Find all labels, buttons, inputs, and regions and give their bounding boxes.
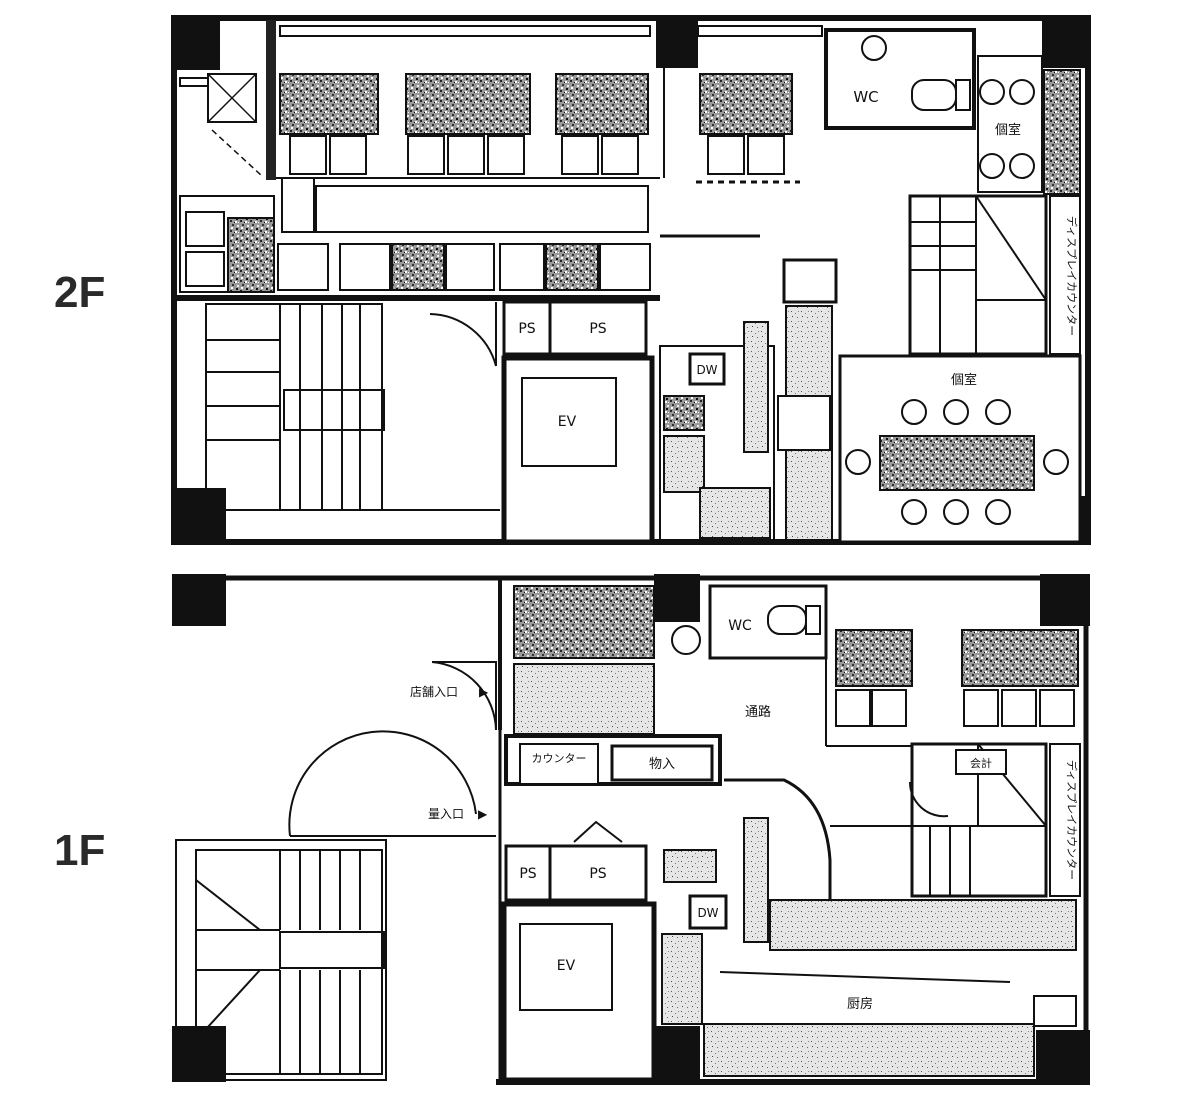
column: [656, 16, 698, 68]
booth-seats: [289, 135, 785, 175]
arrow-icon: ▶: [479, 685, 489, 699]
stairs: [205, 303, 500, 511]
wall: [266, 20, 276, 180]
arrow-icon: ▶: [478, 807, 488, 821]
floor-label-1f: 1F: [54, 826, 106, 875]
booth-seats: [277, 243, 651, 291]
column: [172, 16, 220, 70]
label-dw: DW: [697, 906, 718, 920]
elevator-car: [519, 923, 613, 1011]
label-private-room: 個室: [951, 372, 977, 388]
ps-box-left: [504, 844, 552, 902]
counter-table: [315, 185, 649, 233]
label-counter: カウンター: [532, 752, 587, 765]
column: [172, 1026, 226, 1082]
label-cashier: 会計: [970, 756, 992, 770]
column: [1042, 16, 1090, 68]
ps-box-right: [548, 300, 648, 356]
counter-end: [281, 177, 315, 233]
column: [1040, 574, 1090, 626]
label-wc: WC: [853, 88, 878, 106]
label-ps: PS: [518, 321, 535, 337]
label-display-counter: ディスプレイカウンター: [1065, 760, 1079, 880]
label-ps: PS: [589, 866, 606, 882]
dishwasher: [688, 352, 726, 386]
wc-room: [824, 28, 976, 130]
counter: [519, 743, 599, 785]
label-ev: EV: [557, 958, 576, 974]
label-ev: EV: [558, 414, 577, 430]
label-kitchen: 厨房: [847, 996, 873, 1012]
column: [172, 574, 226, 626]
label-display-counter: ディスプレイカウンター: [1065, 216, 1079, 336]
booth-table: [699, 73, 793, 135]
column: [1036, 1030, 1090, 1084]
label-private-room: 個室: [995, 122, 1021, 138]
label-dw: DW: [696, 363, 717, 377]
booth-table: [555, 73, 649, 135]
booth-table: [279, 73, 379, 135]
floor-label-2f: 2F: [54, 268, 106, 317]
label-entrance: 量入口: [428, 807, 464, 821]
elevator-car: [521, 377, 617, 467]
booth-table: [405, 73, 531, 135]
ps-box-left: [502, 300, 552, 356]
ps-box-right: [548, 844, 648, 902]
storage: [610, 744, 714, 782]
dishwasher: [688, 894, 728, 930]
wall: [697, 25, 823, 37]
column: [172, 488, 226, 544]
column: [656, 1026, 700, 1082]
label-ps: PS: [589, 321, 606, 337]
label-shop-entrance: 店舗入口: [410, 685, 458, 699]
booth-seats: [835, 689, 1075, 727]
column: [654, 574, 700, 622]
label-wc: WC: [728, 618, 752, 634]
cashier: [955, 749, 1007, 775]
stairs-right: [908, 194, 1048, 356]
label-storage: 物入: [649, 757, 675, 772]
wall: [279, 25, 651, 37]
label-ps: PS: [519, 866, 536, 882]
label-passage: 通路: [745, 704, 771, 720]
floor-1f: 店舗入口 ▶ WC 通路 カウ: [172, 574, 1090, 1085]
floor-2f: PS PS EV DW WC: [171, 15, 1091, 545]
